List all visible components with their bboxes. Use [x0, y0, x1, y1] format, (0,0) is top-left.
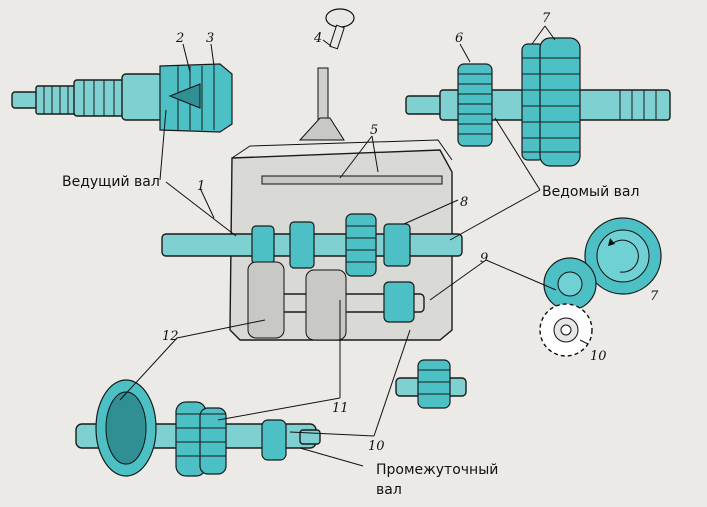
label-10: 10: [368, 439, 385, 454]
label-9: 9: [480, 251, 488, 266]
label-7-top: 7: [542, 11, 551, 26]
reverse-gear-detail: [395, 359, 467, 409]
caption-drive-shaft: Ведущий вал: [62, 174, 160, 190]
label-1: 1: [197, 179, 205, 194]
caption-intermediate-shaft-2: вал: [376, 482, 402, 498]
shift-lever: [317, 8, 355, 129]
label-3: 3: [206, 31, 214, 46]
label-2: 2: [175, 31, 184, 46]
main-shaft: [161, 213, 463, 277]
label-12: 12: [162, 329, 179, 344]
label-11: 11: [332, 401, 349, 416]
caption-driven-shaft: Ведомый вал: [542, 184, 639, 200]
label-7-schematic: 7: [650, 289, 659, 304]
caption-intermediate-shaft-1: Промежуточный: [376, 462, 498, 478]
drive-shaft-exploded: [11, 63, 233, 133]
label-10-schematic: 10: [590, 349, 607, 364]
intermediate-shaft-exploded: [75, 379, 321, 477]
driven-shaft-exploded: [405, 37, 671, 167]
gear-schematic: [539, 217, 662, 357]
label-4: 4: [313, 31, 322, 46]
leader-lines: [119, 25, 589, 467]
label-6: 6: [455, 31, 463, 46]
label-8: 8: [460, 195, 468, 210]
label-5: 5: [370, 123, 378, 138]
counter-shaft-inside: [247, 261, 425, 341]
